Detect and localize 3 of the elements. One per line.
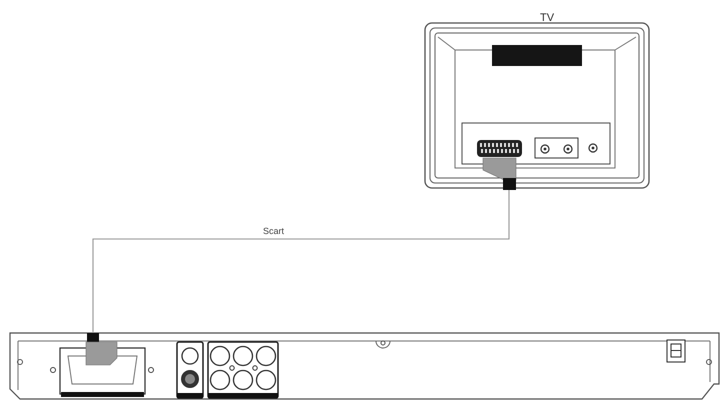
edge-label: Scart bbox=[262, 226, 286, 236]
cable-line bbox=[92, 190, 510, 332]
device-label: TV bbox=[540, 12, 554, 24]
